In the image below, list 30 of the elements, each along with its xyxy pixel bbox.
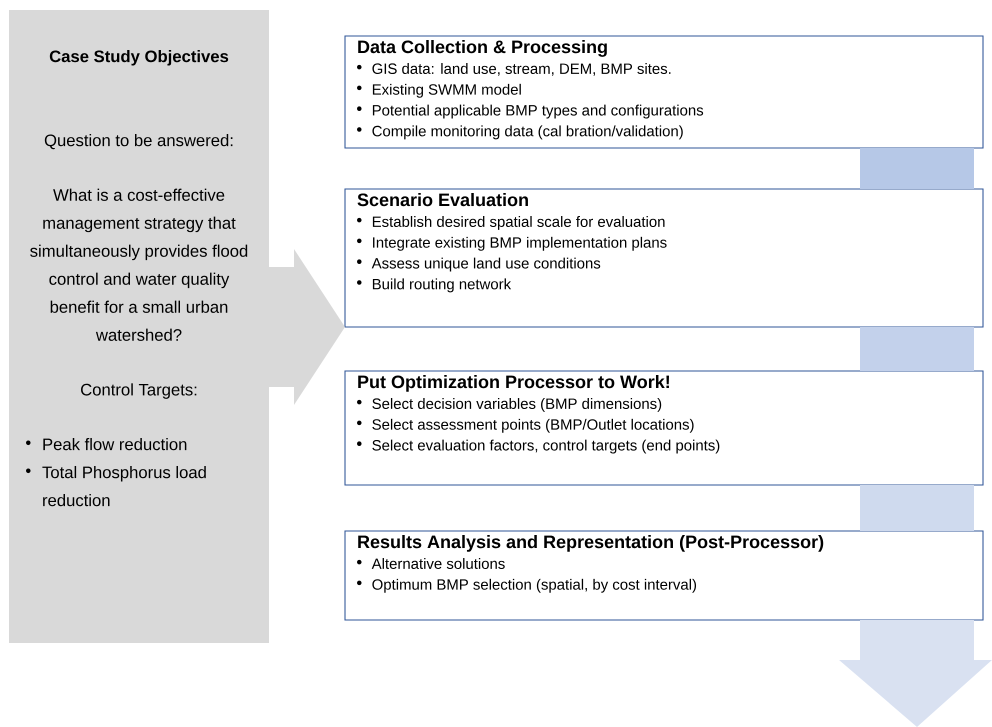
bullet-item: GIS data: land use, stream, DEM, BMP sites. (357, 63, 670, 76)
bullet-item: Existing SWMM model (357, 84, 521, 98)
panel-text: Control Targets: (81, 383, 196, 399)
bullet-item: Optimum BMP selection (spatial, by cost interval) (357, 578, 696, 593)
panel-heading: Case Study Objectives (50, 50, 228, 66)
bullet-item: Total Phosphorus load reduction (26, 466, 206, 506)
bullet-item: Integrate existing BMP implementation plans (357, 236, 667, 251)
process-box (344, 370, 984, 486)
bullet-item: Select evaluation factors, control targets (end points) (357, 440, 720, 454)
process-box (344, 530, 984, 621)
process-box (344, 35, 984, 149)
box-heading: Data Collection & Processing (358, 40, 607, 57)
flow-arrow (839, 620, 992, 727)
process-box (344, 188, 984, 328)
bullet-item: Compile monitoring data (cal bration/validation) (357, 125, 683, 140)
bullet-item: Establish desired spatial scale for evaluation (357, 216, 664, 230)
arrow (269, 249, 345, 405)
question-text: What is a cost-effective management strategy that simultaneously provides flood control and water quality benefit for a small urban watershed? (30, 188, 248, 341)
objectives-panel (9, 10, 269, 643)
bullet-item: Alternative solutions (357, 558, 505, 569)
box-heading: Results Analysis and Representation (Post-Processor) (358, 534, 824, 552)
bullet-item: Build routing network (357, 278, 512, 292)
bullet-item: Select decision variables (BMP dimensions) (357, 398, 662, 412)
box-heading: Put Optimization Processor to Work! (358, 375, 670, 392)
bullet-item: Potential applicable BMP types and configurations (357, 104, 704, 119)
bullet-item: Peak flow reduction (26, 438, 186, 450)
bullet-item: Select assessment points (BMP/Outlet locations) (357, 418, 694, 433)
box-heading: Scenario Evaluation (358, 193, 528, 206)
panel-text: Question to be answered: (44, 134, 232, 150)
bullet-item: Assess unique land use conditions (357, 258, 600, 272)
